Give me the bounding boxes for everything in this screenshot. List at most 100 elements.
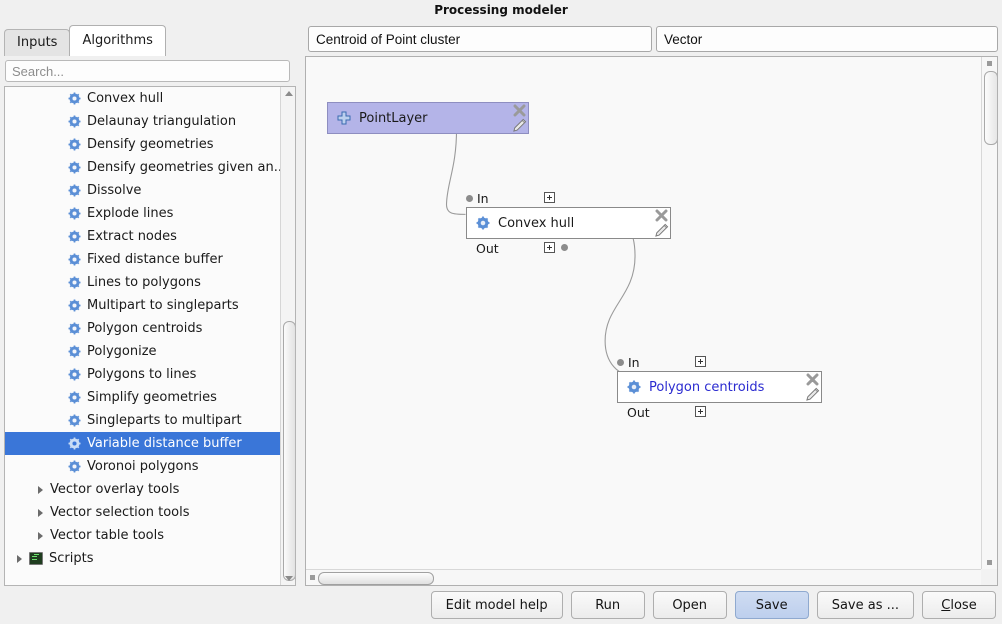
gear-icon [68,391,81,404]
edit-model-help-button[interactable]: Edit model help [430,591,563,619]
node-polygon-centroids-out-expander[interactable] [695,406,706,417]
save-button[interactable]: Save [734,591,809,619]
scroll-up-arrow-icon[interactable] [987,61,992,66]
algorithm-tree-scrollbar[interactable] [280,87,295,585]
node-polygon-centroids-in-expander[interactable] [695,356,706,367]
node-convex-hull-in-port[interactable]: In [466,191,489,206]
model-canvas[interactable]: PointLayer In [305,56,998,586]
search-input[interactable] [5,60,290,82]
node-convex-hull-box[interactable]: Convex hull [466,207,671,239]
tree-item-label: Densify geometries given an... [87,160,287,175]
chevron-right-icon[interactable] [38,531,43,540]
node-pointlayer-title: PointLayer [359,110,428,126]
tree-item-label: Variable distance buffer [87,436,242,451]
tree-item[interactable]: Polygons to lines [5,363,281,386]
node-convex-hull-in-expander[interactable] [544,192,555,203]
gear-icon [68,184,81,197]
node-polygon-centroids-box[interactable]: Polygon centroids [617,371,822,403]
tree-item[interactable]: Vector table tools [5,524,281,547]
tree-item-label: Scripts [49,551,94,566]
gear-icon [68,276,81,289]
tree-item[interactable]: Polygonize [5,340,281,363]
tree-item-label: Polygons to lines [87,367,197,382]
tree-item[interactable]: Vector selection tools [5,501,281,524]
window-title: Processing modeler [434,3,568,17]
close-icon[interactable] [806,373,819,386]
tree-item-label: Multipart to singleparts [87,298,239,313]
script-icon [29,552,43,565]
panel-tabs: Inputs Algorithms [4,24,166,56]
gear-icon [68,460,81,473]
tree-item-label: Vector table tools [50,528,165,543]
node-convex-hull-out-expander[interactable] [544,242,555,253]
gear-icon [68,207,81,220]
canvas-hscroll-thumb[interactable] [318,572,434,585]
tree-item[interactable]: Singleparts to multipart [5,409,281,432]
tree-item[interactable]: Lines to polygons [5,271,281,294]
pencil-icon[interactable] [805,387,820,401]
chevron-right-icon[interactable] [38,485,43,494]
canvas-vertical-scrollbar[interactable] [981,57,997,569]
tree-item-label: Extract nodes [87,229,177,244]
scroll-down-arrow-icon[interactable] [987,560,992,565]
model-canvas-viewport[interactable]: PointLayer In [306,57,981,569]
close-icon[interactable] [655,209,668,222]
tree-item[interactable]: Dissolve [5,179,281,202]
scroll-down-arrow-icon[interactable] [285,576,293,581]
open-button-label: Open [672,597,708,613]
tree-item-label: Polygonize [87,344,157,359]
tree-item-label: Vector selection tools [50,505,190,520]
tree-item-label: Lines to polygons [87,275,201,290]
close-button[interactable]: Close [922,591,996,619]
tree-item[interactable]: Densify geometries [5,133,281,156]
tree-item[interactable]: Scripts [5,547,281,570]
gear-icon [68,92,81,105]
gear-icon [68,322,81,335]
tree-item[interactable]: Extract nodes [5,225,281,248]
tab-inputs[interactable]: Inputs [4,29,71,56]
node-convex-hull[interactable]: In Convex hull [466,191,671,256]
chevron-right-icon[interactable] [17,554,22,563]
model-name-input[interactable] [308,26,652,52]
node-polygon-centroids[interactable]: In Polygon centroids [617,355,822,420]
node-convex-hull-title: Convex hull [498,215,575,231]
tree-item-selected[interactable]: Variable distance buffer [5,432,281,455]
canvas-vscroll-thumb[interactable] [984,71,997,145]
scroll-left-arrow-icon[interactable] [310,575,315,580]
save-button-label: Save [755,597,788,613]
open-button[interactable]: Open [652,591,727,619]
pencil-icon[interactable] [654,223,669,237]
chevron-right-icon[interactable] [38,508,43,517]
tree-item[interactable]: Convex hull [5,87,281,110]
tree-item[interactable]: Polygon centroids [5,317,281,340]
tree-item[interactable]: Fixed distance buffer [5,248,281,271]
tree-item[interactable]: Voronoi polygons [5,455,281,478]
run-button[interactable]: Run [570,591,645,619]
gear-icon [68,230,81,243]
tree-item[interactable]: Simplify geometries [5,386,281,409]
pencil-icon[interactable] [512,118,527,132]
node-pointlayer-box[interactable]: PointLayer [327,102,529,134]
tree-item[interactable]: Vector overlay tools [5,478,281,501]
save-as-button[interactable]: Save as ... [816,591,914,619]
scroll-up-arrow-icon[interactable] [285,91,293,96]
node-polygon-centroids-in-port[interactable]: In [617,355,640,370]
close-icon[interactable] [513,104,526,117]
scrollbar-thumb[interactable] [283,321,295,581]
tree-item-label: Vector overlay tools [50,482,180,497]
canvas-horizontal-scrollbar[interactable] [306,569,981,585]
tree-item-label: Delaunay triangulation [87,114,237,129]
node-convex-hull-out-port[interactable]: Out [476,241,499,256]
tab-algorithms[interactable]: Algorithms [69,25,166,56]
tree-item[interactable]: Multipart to singleparts [5,294,281,317]
node-polygon-centroids-out-port[interactable]: Out [627,405,650,420]
in-port-dot-icon [617,358,624,366]
tree-item[interactable]: Densify geometries given an... [5,156,286,179]
tree-item[interactable]: Explode lines [5,202,281,225]
node-pointlayer[interactable]: PointLayer [327,102,529,134]
group-name-input[interactable] [656,26,998,52]
in-port-dot-icon [466,194,473,202]
tree-item[interactable]: Delaunay triangulation [5,110,281,133]
gear-icon [68,414,81,427]
